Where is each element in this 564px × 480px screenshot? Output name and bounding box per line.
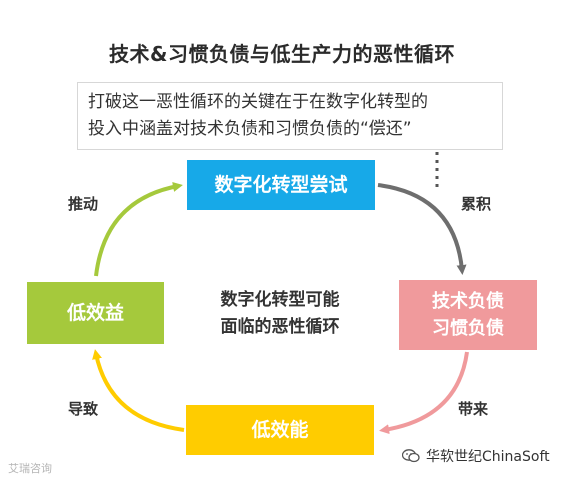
node-left-label: 低效益 <box>66 301 124 324</box>
node-top-label: 数字化转型尝试 <box>214 173 348 196</box>
center-line-2: 面临的恶性循环 <box>220 317 340 337</box>
edge-label-lead-to: 导致 <box>68 400 99 418</box>
node-bottom-label: 低效能 <box>251 418 309 441</box>
node-low-efficiency: 低效能 <box>186 405 374 455</box>
note-line-1: 打破这一恶性循环的关键在于在数字化转型的 <box>88 92 428 112</box>
diagram-title: 技术&习惯负债与低生产力的恶性循环 <box>109 42 455 66</box>
arrow-icon <box>377 183 467 275</box>
edge-label-push: 推动 <box>68 195 99 213</box>
footer-source-text: 华软世纪ChinaSoft <box>426 449 550 465</box>
center-line-1: 数字化转型可能 <box>220 290 340 310</box>
node-tech-habit-debt: 技术负债 习惯负债 <box>399 280 537 350</box>
node-low-benefit: 低效益 <box>27 282 164 344</box>
node-right-label-1: 技术负债 <box>432 291 504 312</box>
center-caption: 数字化转型可能 面临的恶性循环 <box>190 287 370 341</box>
edge-label-accumulate: 累积 <box>461 195 492 213</box>
edge-label-bring: 带来 <box>458 400 489 418</box>
footer-source: 华软世纪ChinaSoft <box>402 446 550 466</box>
arrow-icon <box>92 349 185 432</box>
wechat-icon <box>402 449 420 463</box>
arrow-icon <box>94 182 183 277</box>
arrow-icon <box>379 351 469 435</box>
note-line-2: 投入中涵盖对技术负债和习惯负债的“偿还” <box>88 119 412 139</box>
node-digital-transformation: 数字化转型尝试 <box>187 160 375 210</box>
footer-watermark: 艾瑞咨询 <box>8 462 52 475</box>
node-right-label-2: 习惯负债 <box>432 318 504 339</box>
note-box: 打破这一恶性循环的关键在于在数字化转型的 投入中涵盖对技术负债和习惯负债的“偿还… <box>77 82 503 150</box>
